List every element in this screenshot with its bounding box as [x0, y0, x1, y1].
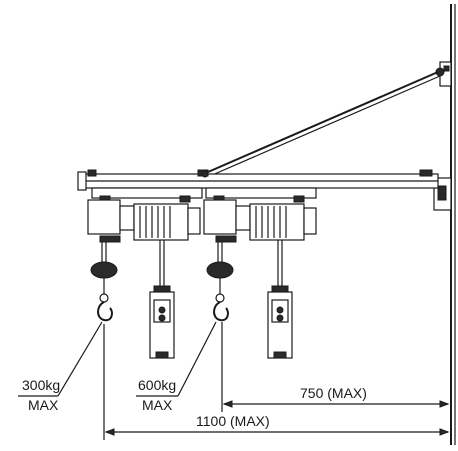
leader-300kg — [18, 321, 103, 397]
dimension-750-label: 750 (MAX) — [300, 385, 367, 401]
dimension-1100 — [103, 324, 450, 440]
label-300kg: 300kg — [22, 377, 60, 393]
label-600kg-max: MAX — [142, 397, 173, 413]
hook-300kg — [90, 242, 118, 322]
trolley-right — [205, 187, 317, 203]
upper-wall-bracket — [435, 61, 452, 87]
dimension-750 — [221, 322, 450, 412]
leader-600kg — [136, 321, 217, 397]
tie-rod — [207, 71, 441, 177]
controller-left — [149, 240, 175, 359]
hook-600kg — [206, 242, 234, 322]
wall — [450, 4, 456, 445]
label-600kg: 600kg — [138, 377, 176, 393]
hoist-body-right — [203, 199, 317, 243]
controller-right — [267, 240, 293, 359]
boom-arm — [77, 169, 439, 191]
dimension-1100-label: 1100 (MAX) — [196, 413, 270, 429]
hoist-body-left — [87, 199, 201, 243]
label-300kg-max: MAX — [28, 397, 59, 413]
